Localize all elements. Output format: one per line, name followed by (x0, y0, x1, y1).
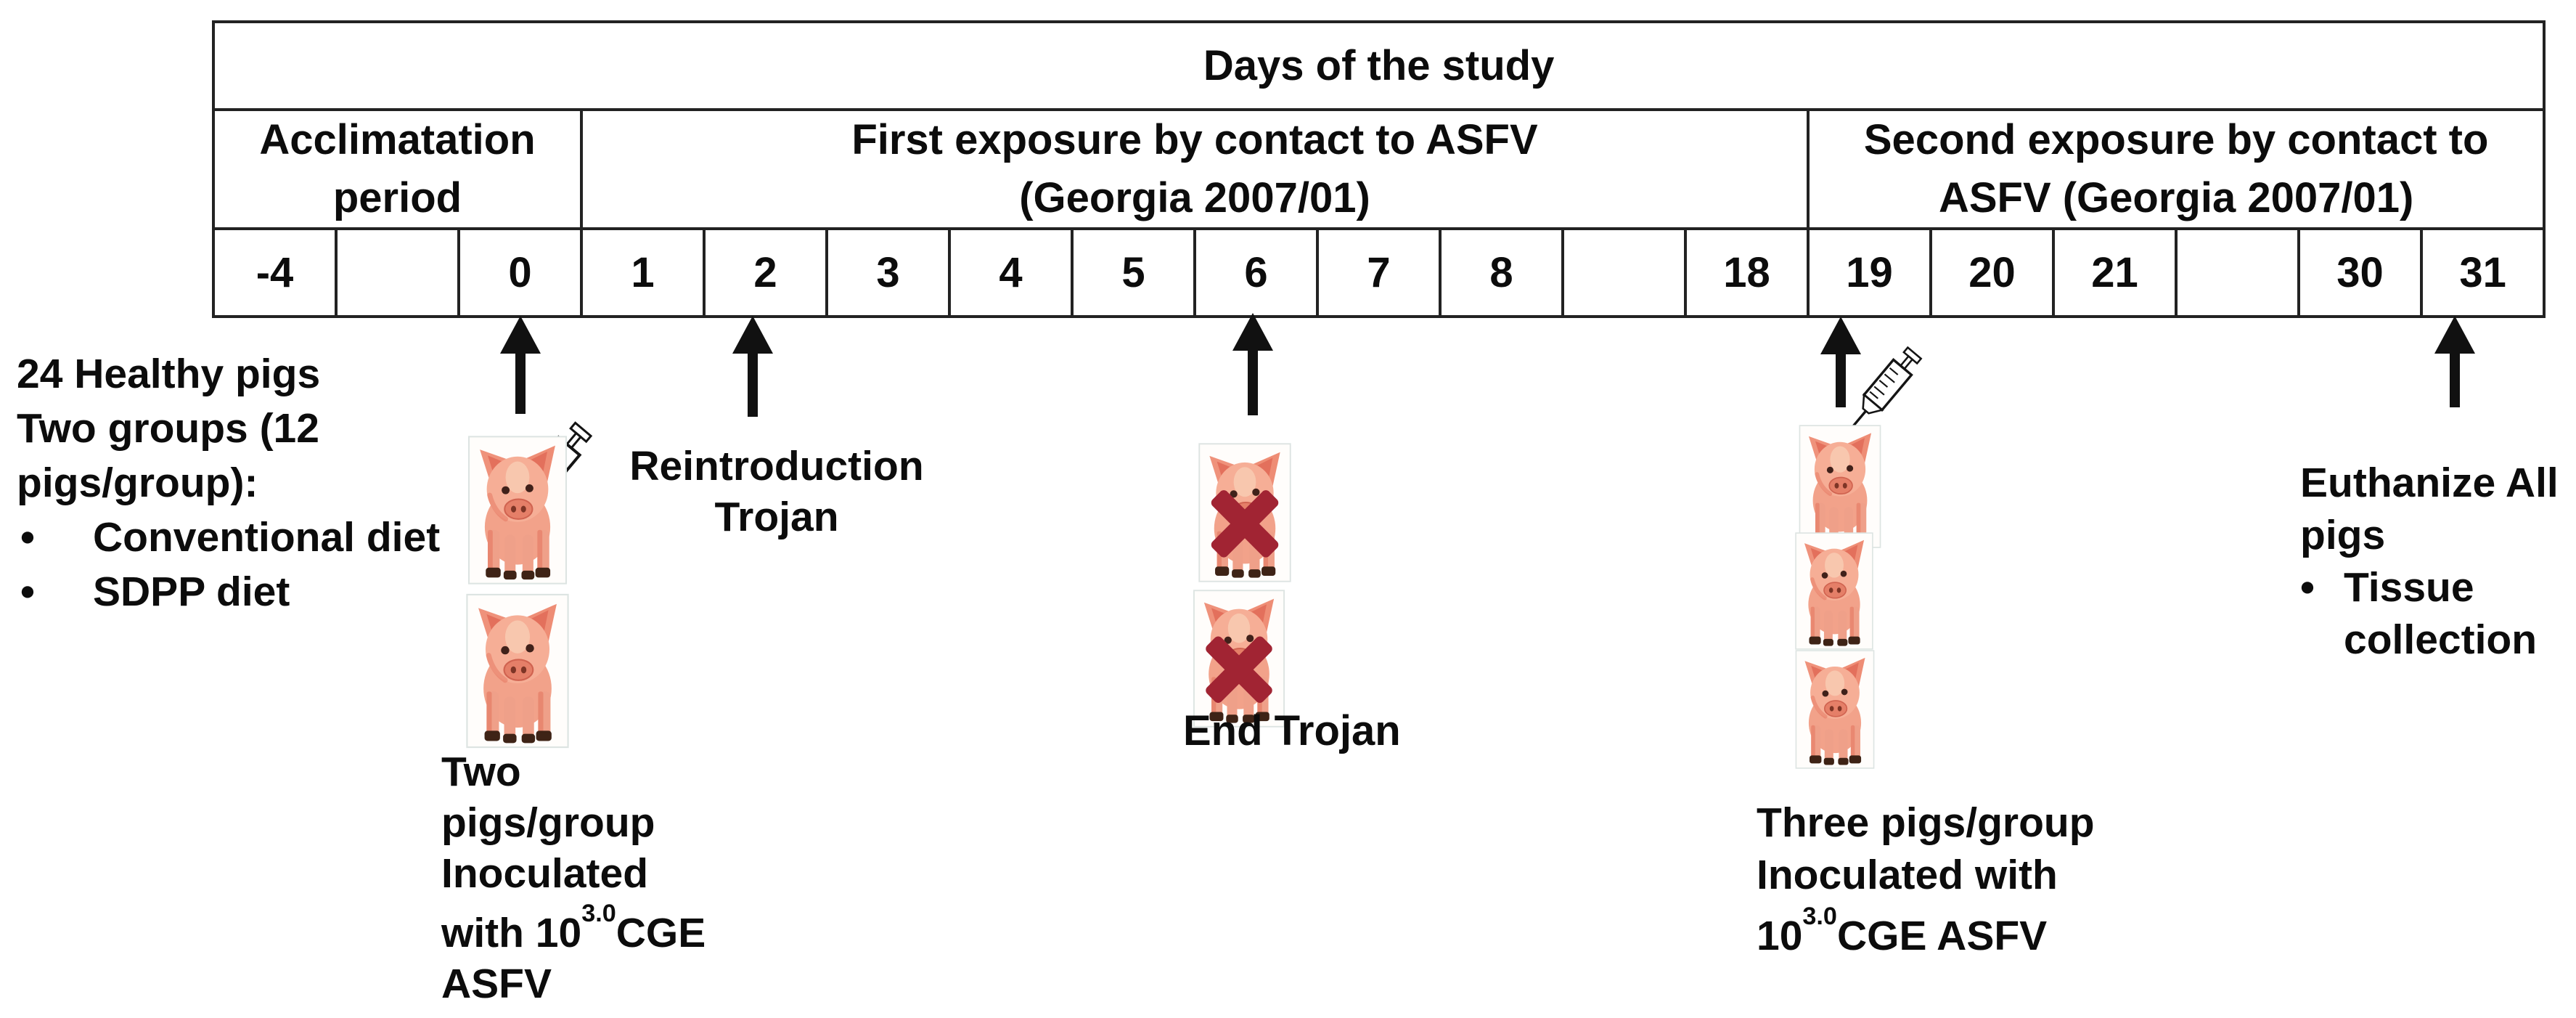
euthanize-line1: Euthanize All (2300, 460, 2559, 506)
day-cell-20: 20 (1929, 227, 2055, 318)
phase-second-exposure-line2: ASFV (Georgia 2007/01) (1938, 174, 2414, 221)
table-title: Days of the study (211, 20, 2546, 111)
dose-prefix: with 10 (441, 910, 582, 956)
arrow-head (1232, 313, 1273, 351)
day-cell-30: 30 (2297, 227, 2423, 318)
up-arrow-icon-day31 (2434, 316, 2475, 407)
day-cell-gap3 (2175, 227, 2300, 318)
label-line: Inoculated (441, 850, 649, 897)
conventional-diet-label: Conventional diet (93, 514, 441, 561)
piglet-icon-day0-1 (463, 436, 572, 585)
piglet-icon-day19-2 (1784, 532, 1884, 650)
day-cell-18: 18 (1684, 227, 1810, 318)
arrow-shaft (2450, 354, 2460, 407)
day-cell-2: 2 (703, 227, 828, 318)
dose-line: with 103.0CGE (441, 899, 706, 958)
dose-suffix: CGE ASFV (1836, 913, 2048, 959)
dose-exponent: 3.0 (581, 899, 616, 927)
dose-suffix: CGE (616, 910, 706, 956)
day-cell-0: 0 (457, 227, 583, 318)
day-cell--4: -4 (212, 227, 338, 318)
study-groups-label: 24 Healthy pigs Two groups (12 pigs/grou… (17, 347, 440, 619)
trojan-line: Trojan (714, 494, 839, 540)
label-line: ASFV (441, 961, 552, 1007)
end-trojan-label: End Trojan (1183, 707, 1401, 754)
crossed-out-piglet-icon-day6-1 (1195, 443, 1295, 582)
two-groups-line: Two groups (12 (17, 405, 319, 452)
day-cell-1: 1 (580, 227, 706, 318)
day-cell-3: 3 (825, 227, 951, 318)
label-line: Three pigs/group (1757, 799, 2095, 846)
bullet-icon: • (20, 514, 35, 561)
phase-second-exposure: Second exposure by contact to ASFV (Geor… (1806, 108, 2546, 230)
sdpp-diet-label: SDPP diet (93, 569, 290, 615)
phase-first-exposure: First exposure by contact to ASFV (Georg… (580, 108, 1810, 230)
dose-exponent: 3.0 (1802, 902, 1837, 930)
day-cell-31: 31 (2419, 227, 2546, 318)
phase-acclimatation-line2: period (332, 174, 462, 221)
arrow-shaft (1836, 354, 1846, 407)
healthy-pigs-line: 24 Healthy pigs (17, 351, 321, 397)
piglet-icon-day19-1 (1789, 425, 1891, 548)
tissue-collection-bullet: • Tissue (2300, 561, 2559, 614)
phase-acclimatation-line1: Acclimatation (259, 116, 536, 163)
day-cell-gap2 (1561, 227, 1687, 318)
up-arrow-icon-day0 (500, 316, 541, 414)
reintroduction-line: Reintroduction (629, 443, 924, 489)
tissue-line: Tissue (2344, 564, 2474, 611)
up-arrow-icon-day6 (1232, 313, 1273, 415)
dose-prefix: 10 (1757, 913, 1803, 959)
day-cell-19: 19 (1807, 227, 1932, 318)
day19-inoculation-label: Three pigs/group Inoculated with 103.0CG… (1757, 797, 2095, 962)
diet-bullet-conventional: • Conventional diet (17, 510, 440, 565)
arrow-head (732, 316, 773, 354)
piglet-icon-day19-3 (1786, 650, 1884, 769)
euthanize-label: Euthanize All pigs • Tissue collection (2300, 457, 2559, 666)
bullet-icon: • (2300, 564, 2315, 611)
up-arrow-icon-day19 (1820, 317, 1861, 407)
diet-bullet-sdpp: • SDPP diet (17, 565, 440, 619)
label-line: pigs/group (441, 799, 655, 846)
day-cell-6: 6 (1193, 227, 1319, 318)
day-cell-4: 4 (948, 227, 1074, 318)
dose-line: 103.0CGE ASFV (1757, 901, 2095, 962)
day-cell-5: 5 (1071, 227, 1196, 318)
label-line: Inoculated with (1757, 852, 2058, 898)
bullet-icon: • (20, 569, 35, 615)
reintroduction-trojan-label: Reintroduction Trojan (595, 441, 958, 542)
piglet-icon-day0-2 (466, 587, 569, 755)
arrow-head (1820, 317, 1861, 354)
label-line: Two (441, 749, 521, 795)
day-cell-21: 21 (2052, 227, 2178, 318)
phase-second-exposure-line1: Second exposure by contact to (1863, 116, 2489, 163)
arrow-shaft (515, 354, 526, 414)
phase-acclimatation: Acclimatation period (212, 108, 583, 230)
day-cell-7: 7 (1316, 227, 1442, 318)
day-cell-gap1 (335, 227, 460, 318)
day-cell-8: 8 (1439, 227, 1564, 318)
phase-first-exposure-line1: First exposure by contact to ASFV (851, 116, 1538, 163)
up-arrow-icon-day2 (732, 316, 773, 417)
arrow-head (2434, 316, 2475, 354)
arrow-shaft (1248, 351, 1258, 415)
phase-first-exposure-line2: (Georgia 2007/01) (1019, 174, 1370, 221)
arrow-head (500, 316, 541, 354)
euthanize-line2: pigs (2300, 512, 2386, 558)
collection-line: collection (2344, 616, 2538, 663)
pigs-per-group-line: pigs/group): (17, 460, 258, 506)
study-days-table: Days of the study Acclimatation period F… (211, 20, 2546, 318)
arrow-shaft (748, 354, 758, 417)
day0-inoculation-label: Two pigs/group Inoculated with 103.0CGE … (441, 746, 706, 1009)
